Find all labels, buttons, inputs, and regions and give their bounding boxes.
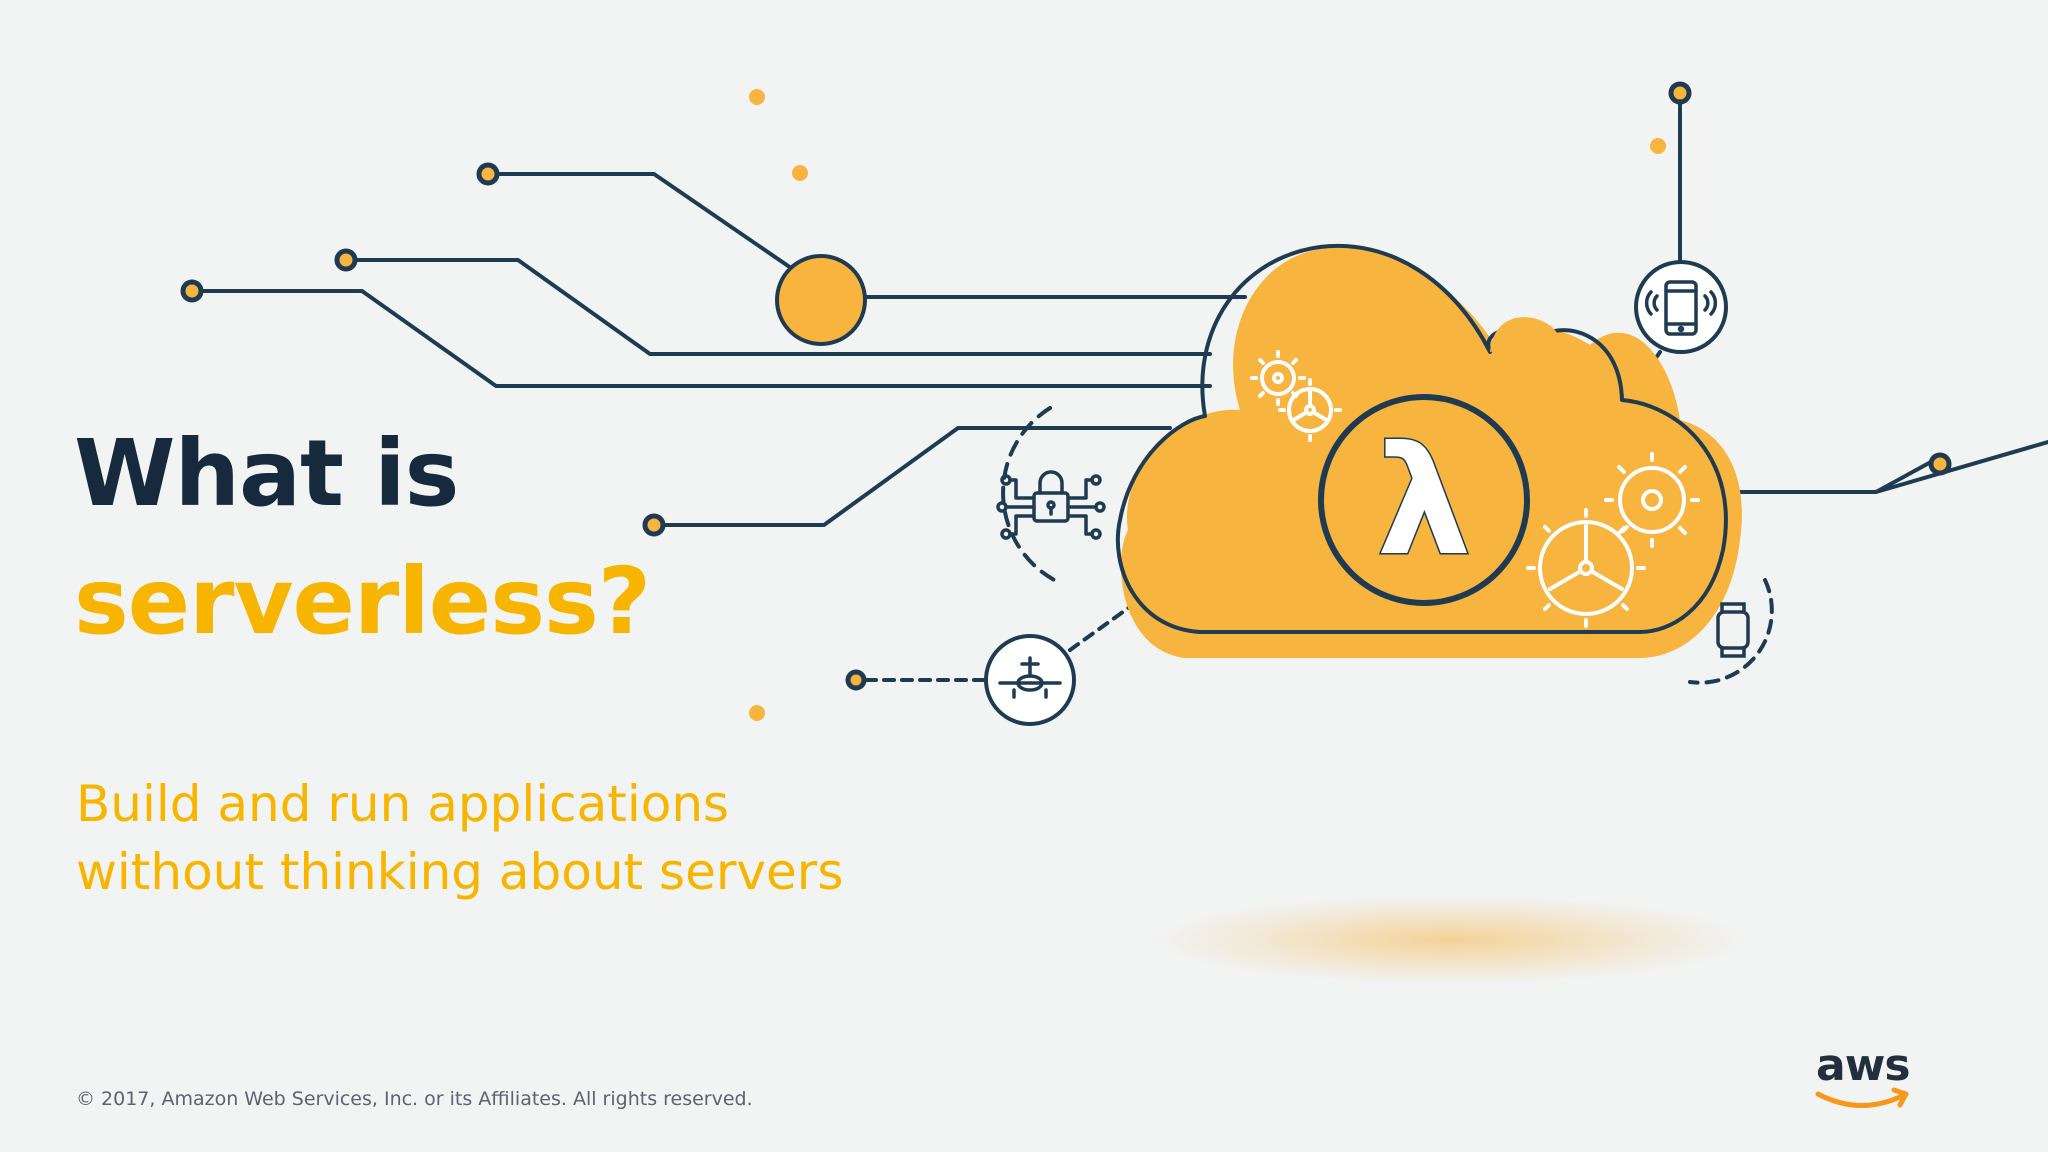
copyright-notice: © 2017, Amazon Web Services, Inc. or its… — [76, 1088, 753, 1110]
floating-dot — [1650, 138, 1666, 154]
title-line-2: serverless? — [74, 548, 651, 655]
lambda-symbol: λ — [1377, 415, 1472, 589]
node-dot — [334, 248, 358, 272]
node-dot — [476, 162, 500, 186]
lambda-icon — [1318, 394, 1530, 606]
cloud-icon-outline — [1115, 243, 1728, 634]
gear-icon — [1278, 378, 1342, 442]
smartwatch-icon — [1716, 602, 1750, 658]
node-dot — [1928, 452, 1952, 476]
subtitle: Build and run applications without think… — [76, 770, 976, 906]
aws-logo: aws — [1812, 1044, 1916, 1116]
smartphone-icon — [1634, 260, 1728, 354]
aws-smile-icon — [1815, 1087, 1909, 1108]
node-dot — [642, 513, 666, 537]
gear-icon — [1250, 350, 1306, 406]
floating-dot — [792, 165, 808, 181]
cloud-shadow — [1150, 895, 1750, 985]
circuit-line — [190, 289, 1212, 388]
gear-icon — [1526, 508, 1646, 628]
title-line-1: What is — [74, 420, 459, 527]
gear-icon — [1604, 452, 1700, 548]
circuit-line — [652, 426, 1172, 527]
node-bubble — [775, 254, 867, 346]
aws-logo-text: aws — [1816, 1040, 1911, 1091]
node-dot — [180, 279, 204, 303]
floating-dot — [749, 705, 765, 721]
floating-dot — [749, 89, 765, 105]
circuit-line — [344, 258, 1212, 356]
dashed-arc — [1688, 578, 1774, 685]
lock-icon — [996, 470, 1106, 540]
dashed-arc — [1001, 406, 1062, 585]
subtitle-line-1: Build and run applications — [76, 775, 730, 833]
airplane-icon — [984, 634, 1076, 726]
circuit-line — [486, 172, 796, 272]
node-dot — [1668, 81, 1692, 105]
subtitle-line-2: without thinking about servers — [76, 843, 844, 901]
node-dot — [845, 669, 867, 691]
